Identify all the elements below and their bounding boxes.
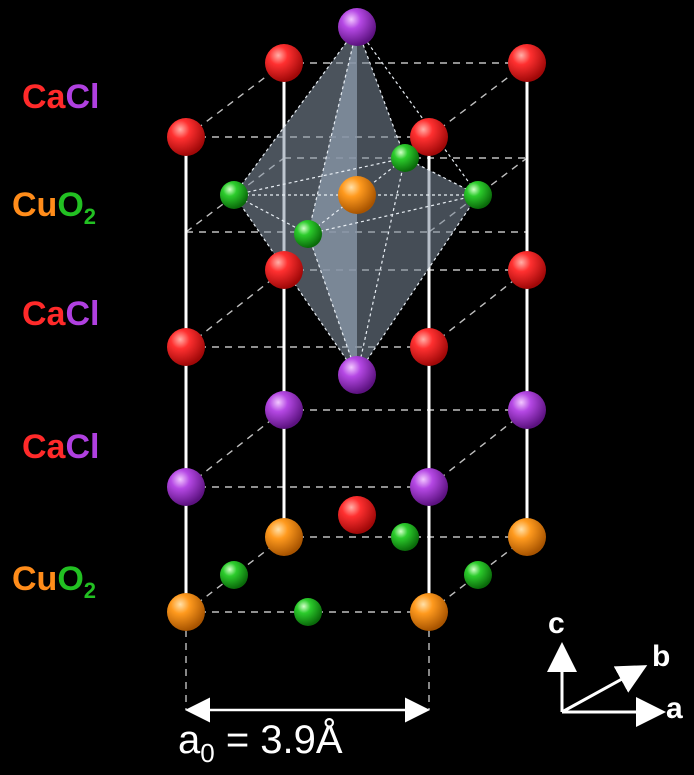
layer-label-cacl-middle: CaCl: [22, 295, 100, 333]
o-atom: [294, 220, 322, 248]
axes-triad: [547, 642, 666, 727]
layer-label-cuo2-bottom: CuO2: [12, 560, 97, 603]
cl-atom: [167, 468, 205, 506]
cu-atom: [508, 518, 546, 556]
b-axis-arrow: [561, 665, 648, 714]
cu-atom: [265, 518, 303, 556]
ca-atom: [410, 118, 448, 156]
ca-atom: [338, 496, 376, 534]
o-atom: [294, 598, 322, 626]
cl-atom: [338, 356, 376, 394]
o-atom: [464, 561, 492, 589]
ca-atom: [167, 118, 205, 156]
a-axis-label: a: [666, 692, 683, 725]
layer-label-cacl-lower: CaCl: [22, 428, 100, 466]
o-atom: [220, 561, 248, 589]
cl-atom: [508, 391, 546, 429]
ca-atom: [508, 251, 546, 289]
o-atom: [391, 144, 419, 172]
ca-atom: [265, 251, 303, 289]
b-axis-label: b: [652, 640, 671, 673]
o-atom: [391, 523, 419, 551]
layer-label-cuo2-top: CuO2: [12, 186, 97, 229]
cl-atom: [338, 8, 376, 46]
cu-atom: [338, 176, 376, 214]
ca-atom: [508, 44, 546, 82]
ca-atom: [410, 328, 448, 366]
c-axis-label: c: [548, 607, 565, 640]
cl-atom: [410, 468, 448, 506]
lattice-constant-label: a0 = 3.9Å: [178, 718, 343, 768]
ca-atom: [167, 328, 205, 366]
o-atom: [464, 181, 492, 209]
atoms: [167, 8, 546, 631]
o-atom: [220, 181, 248, 209]
layer-label-cacl-top: CaCl: [22, 78, 100, 116]
cu-atom: [167, 593, 205, 631]
cu-atom: [410, 593, 448, 631]
ca-atom: [265, 44, 303, 82]
cl-atom: [265, 391, 303, 429]
